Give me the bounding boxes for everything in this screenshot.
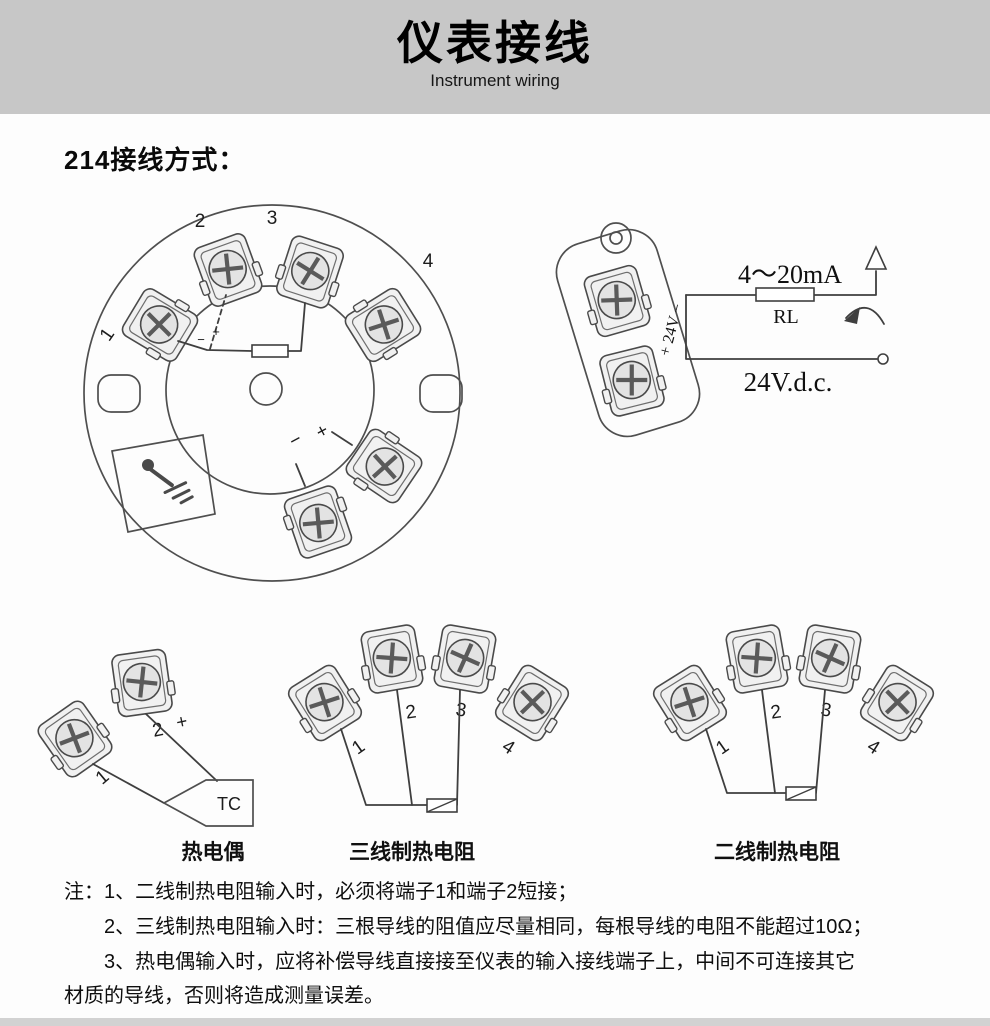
terminal-label-3: 3 xyxy=(819,699,832,721)
supply-voltage-label: 24V.d.c. xyxy=(744,367,833,397)
notes: 注：1、二线制热电阻输入时，必须将端子1和端子2短接； 2、三线制热电阻输入时：… xyxy=(0,871,990,1014)
curved-arrow-head xyxy=(844,307,860,324)
screw-terminal-icon xyxy=(721,623,794,695)
screw-terminal-icon xyxy=(31,696,118,783)
wire-dashed xyxy=(209,294,227,350)
wire xyxy=(331,431,353,446)
screw-terminal-icon xyxy=(282,660,368,746)
screw-terminal-icon xyxy=(270,233,349,311)
screw-terminal-icon xyxy=(356,623,429,695)
polarity-plus-label: + xyxy=(312,420,332,444)
diagram-caption: 二线制热电阻 xyxy=(714,840,840,864)
grounding-icon xyxy=(142,459,194,505)
screw-terminal-icon xyxy=(429,623,502,695)
terminal-plus-label: + xyxy=(174,711,189,734)
wire xyxy=(685,270,877,296)
screw-terminal-icon xyxy=(578,263,656,340)
screw-terminal-icon xyxy=(854,660,940,746)
rtd-resistor-icon xyxy=(426,798,458,813)
head-left-slot xyxy=(97,374,141,413)
note-line-4: 材质的导线，否则将造成测量误差。 xyxy=(64,985,384,1008)
terminal-label-4: 4 xyxy=(863,736,883,760)
terminal-label-1: 1 xyxy=(96,324,119,345)
terminal-label-3: 3 xyxy=(267,208,278,229)
head-inner-ring xyxy=(165,285,375,495)
terminal-label-2: 2 xyxy=(195,211,206,232)
note-line-1: 注：1、二线制热电阻输入时，必须将端子1和端子2短接； xyxy=(64,881,578,903)
note-line-2: 2、三线制热电阻输入时：三根导线的阻值应尽量相同，每根导线的电阻不能超过10Ω； xyxy=(104,915,873,938)
screw-terminal-icon xyxy=(278,482,358,561)
screw-terminal-icon xyxy=(341,423,428,510)
head-outer-ring xyxy=(83,204,461,582)
wire xyxy=(396,689,413,806)
wire xyxy=(456,689,461,806)
arrow-up-icon xyxy=(864,245,888,270)
three-wire-rtd-diagram: 1 2 3 4 三线制热电阻 xyxy=(282,623,575,864)
section-heading: 214接线方式： xyxy=(64,145,246,175)
wiring-diagram: 1 2 3 4 − + − + xyxy=(0,204,990,864)
terminal-label-4: 4 xyxy=(423,251,434,272)
ground-panel xyxy=(110,434,216,534)
note-line-3: 3、热电偶输入时，应将补偿导线直接接至仪表的输入接线端子上，中间不可连接其它 xyxy=(104,950,856,973)
wire xyxy=(705,728,787,794)
transmitter-head-side xyxy=(555,222,701,438)
tc-sensor-block xyxy=(162,779,254,827)
terminal-label-2: 2 xyxy=(769,701,782,723)
wire xyxy=(145,713,218,782)
screw-terminal-icon xyxy=(340,282,426,368)
current-range-label: 4～20mA xyxy=(738,260,842,289)
header-banner: 仪表接线 Instrument wiring xyxy=(0,0,990,114)
wire xyxy=(340,728,428,806)
current-loop-circuit: 4～20mA RL + 24V − 24V.d.c. xyxy=(657,245,889,397)
terminal-label-4: 4 xyxy=(498,736,518,760)
screw-terminal-icon xyxy=(106,648,177,718)
thermocouple-diagram: 1 2 + TC 热电偶 xyxy=(31,648,254,864)
mounting-hook-hole xyxy=(609,231,623,245)
terminal-label-3: 3 xyxy=(454,699,467,721)
head-center-hole xyxy=(249,372,283,406)
loop-terminal-dot xyxy=(877,353,889,365)
wire xyxy=(92,763,165,804)
two-wire-rtd-diagram: 1 2 3 4 二线制热电阻 xyxy=(647,623,940,864)
junction-minus-label: − xyxy=(197,332,205,347)
diagram-caption: 三线制热电阻 xyxy=(349,840,475,864)
screw-terminal-icon xyxy=(117,282,203,368)
next-section-edge xyxy=(0,1018,990,1026)
terminal-label-1: 1 xyxy=(348,736,369,759)
junction-plus-label: + xyxy=(212,324,220,339)
resistor-icon xyxy=(251,344,289,358)
wire xyxy=(177,340,253,352)
terminal-label-2: 2 xyxy=(404,701,417,723)
terminal-label-2: 2 xyxy=(151,719,166,742)
screw-terminal-icon xyxy=(794,623,867,695)
wire xyxy=(295,463,306,487)
transmitter-head-front: 1 2 3 4 − + − + xyxy=(83,204,463,582)
screw-terminal-icon xyxy=(489,660,575,746)
wire xyxy=(815,689,826,794)
wire xyxy=(287,302,306,352)
mounting-hook xyxy=(600,222,632,254)
diagram-caption: 热电偶 xyxy=(182,840,245,864)
head-right-slot xyxy=(419,374,463,413)
page-title: 仪表接线 xyxy=(397,17,593,69)
page-subtitle: Instrument wiring xyxy=(430,70,560,90)
load-resistor-label: RL xyxy=(773,306,799,328)
wire xyxy=(761,689,776,794)
rtd-resistor-icon xyxy=(785,786,817,801)
polarity-minus-label: − xyxy=(286,429,306,453)
wire xyxy=(685,294,878,360)
curved-arrow-icon xyxy=(845,307,885,325)
side-body xyxy=(555,228,701,438)
tc-label: TC xyxy=(217,794,241,814)
screw-terminal-icon xyxy=(188,230,268,310)
screw-terminal-icon xyxy=(647,660,733,746)
load-resistor-icon xyxy=(755,287,815,302)
